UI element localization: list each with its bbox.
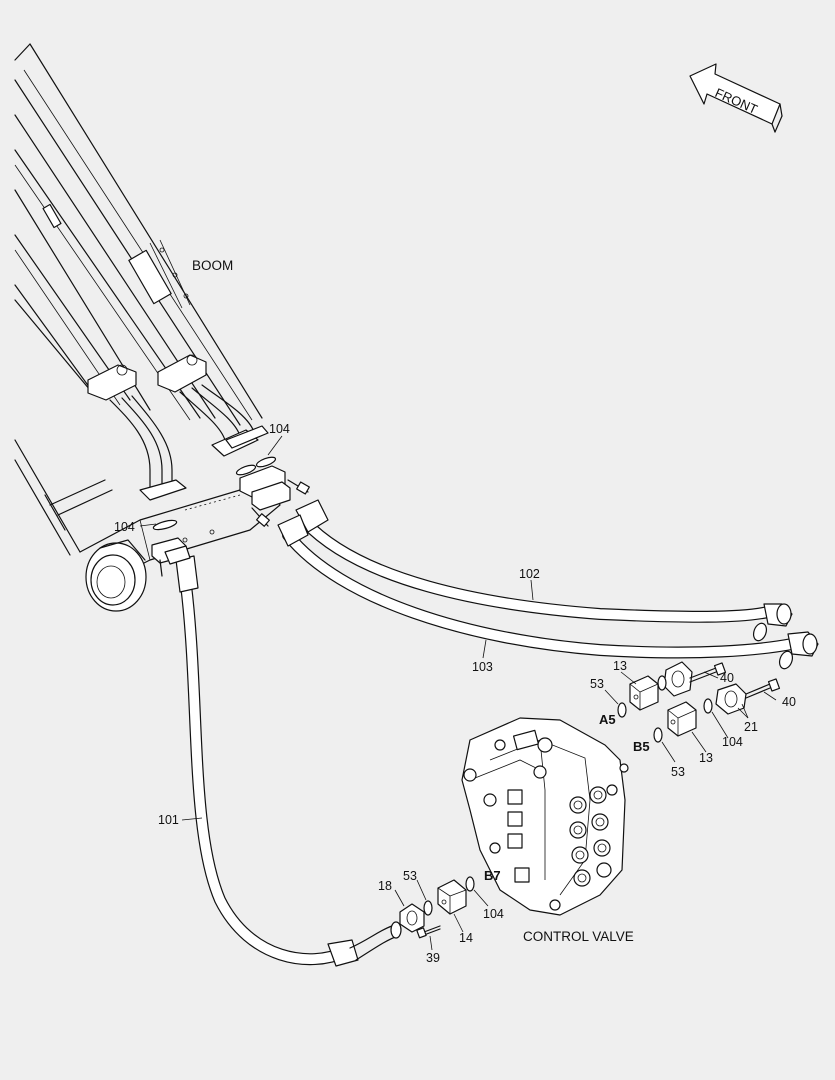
callout-104-bottom: 104 [483, 907, 504, 921]
o-ring-104-boom-left [152, 519, 178, 531]
adapter-block-13-a5 [629, 675, 659, 711]
callout-104-left: 104 [114, 520, 135, 534]
callout-102: 102 [519, 567, 540, 581]
control-valve [461, 717, 629, 916]
callout-39: 39 [426, 951, 440, 965]
callout-103: 103 [472, 660, 493, 674]
boom-label: BOOM [192, 258, 233, 273]
o-ring-104-right [657, 675, 713, 714]
flange-18 [399, 903, 425, 933]
hose-102 [299, 516, 774, 623]
callout-18: 18 [378, 879, 392, 893]
adapter-block-14 [437, 879, 467, 915]
callout-13-top: 13 [613, 659, 627, 673]
front-arrow-icon [689, 63, 783, 133]
o-ring-53-a5 [617, 702, 627, 718]
callout-leaders [139, 435, 777, 951]
callout-21: 21 [744, 720, 758, 734]
hose-end-fittings [277, 499, 819, 670]
o-ring-104-bottom [465, 876, 475, 892]
callout-101: 101 [158, 813, 179, 827]
hose-101 [164, 545, 402, 967]
callout-53-mid: 53 [671, 765, 685, 779]
callout-53-top: 53 [590, 677, 604, 691]
callout-53-bottom: 53 [403, 869, 417, 883]
port-b5-label: B5 [633, 739, 650, 754]
o-ring-53-b5 [653, 727, 663, 743]
bolt-40-lower [745, 678, 781, 699]
callout-104-right: 104 [722, 735, 743, 749]
hose-103 [282, 529, 798, 659]
port-b7-label: B7 [484, 868, 501, 883]
control-valve-label: CONTROL VALVE [523, 929, 634, 944]
callout-14: 14 [459, 931, 473, 945]
bolt-39 [416, 925, 441, 939]
bolt-40-upper [689, 662, 727, 683]
o-ring-104-boom-top [235, 456, 277, 476]
callout-40-a: 40 [720, 671, 734, 685]
adapter-block-13-b5 [667, 701, 697, 737]
boom-structure [14, 43, 281, 612]
callout-13-bottom: 13 [699, 751, 713, 765]
callout-40-b: 40 [782, 695, 796, 709]
o-ring-53-bottom [423, 900, 433, 916]
port-a5-label: A5 [599, 712, 616, 727]
callout-104-top: 104 [269, 422, 290, 436]
